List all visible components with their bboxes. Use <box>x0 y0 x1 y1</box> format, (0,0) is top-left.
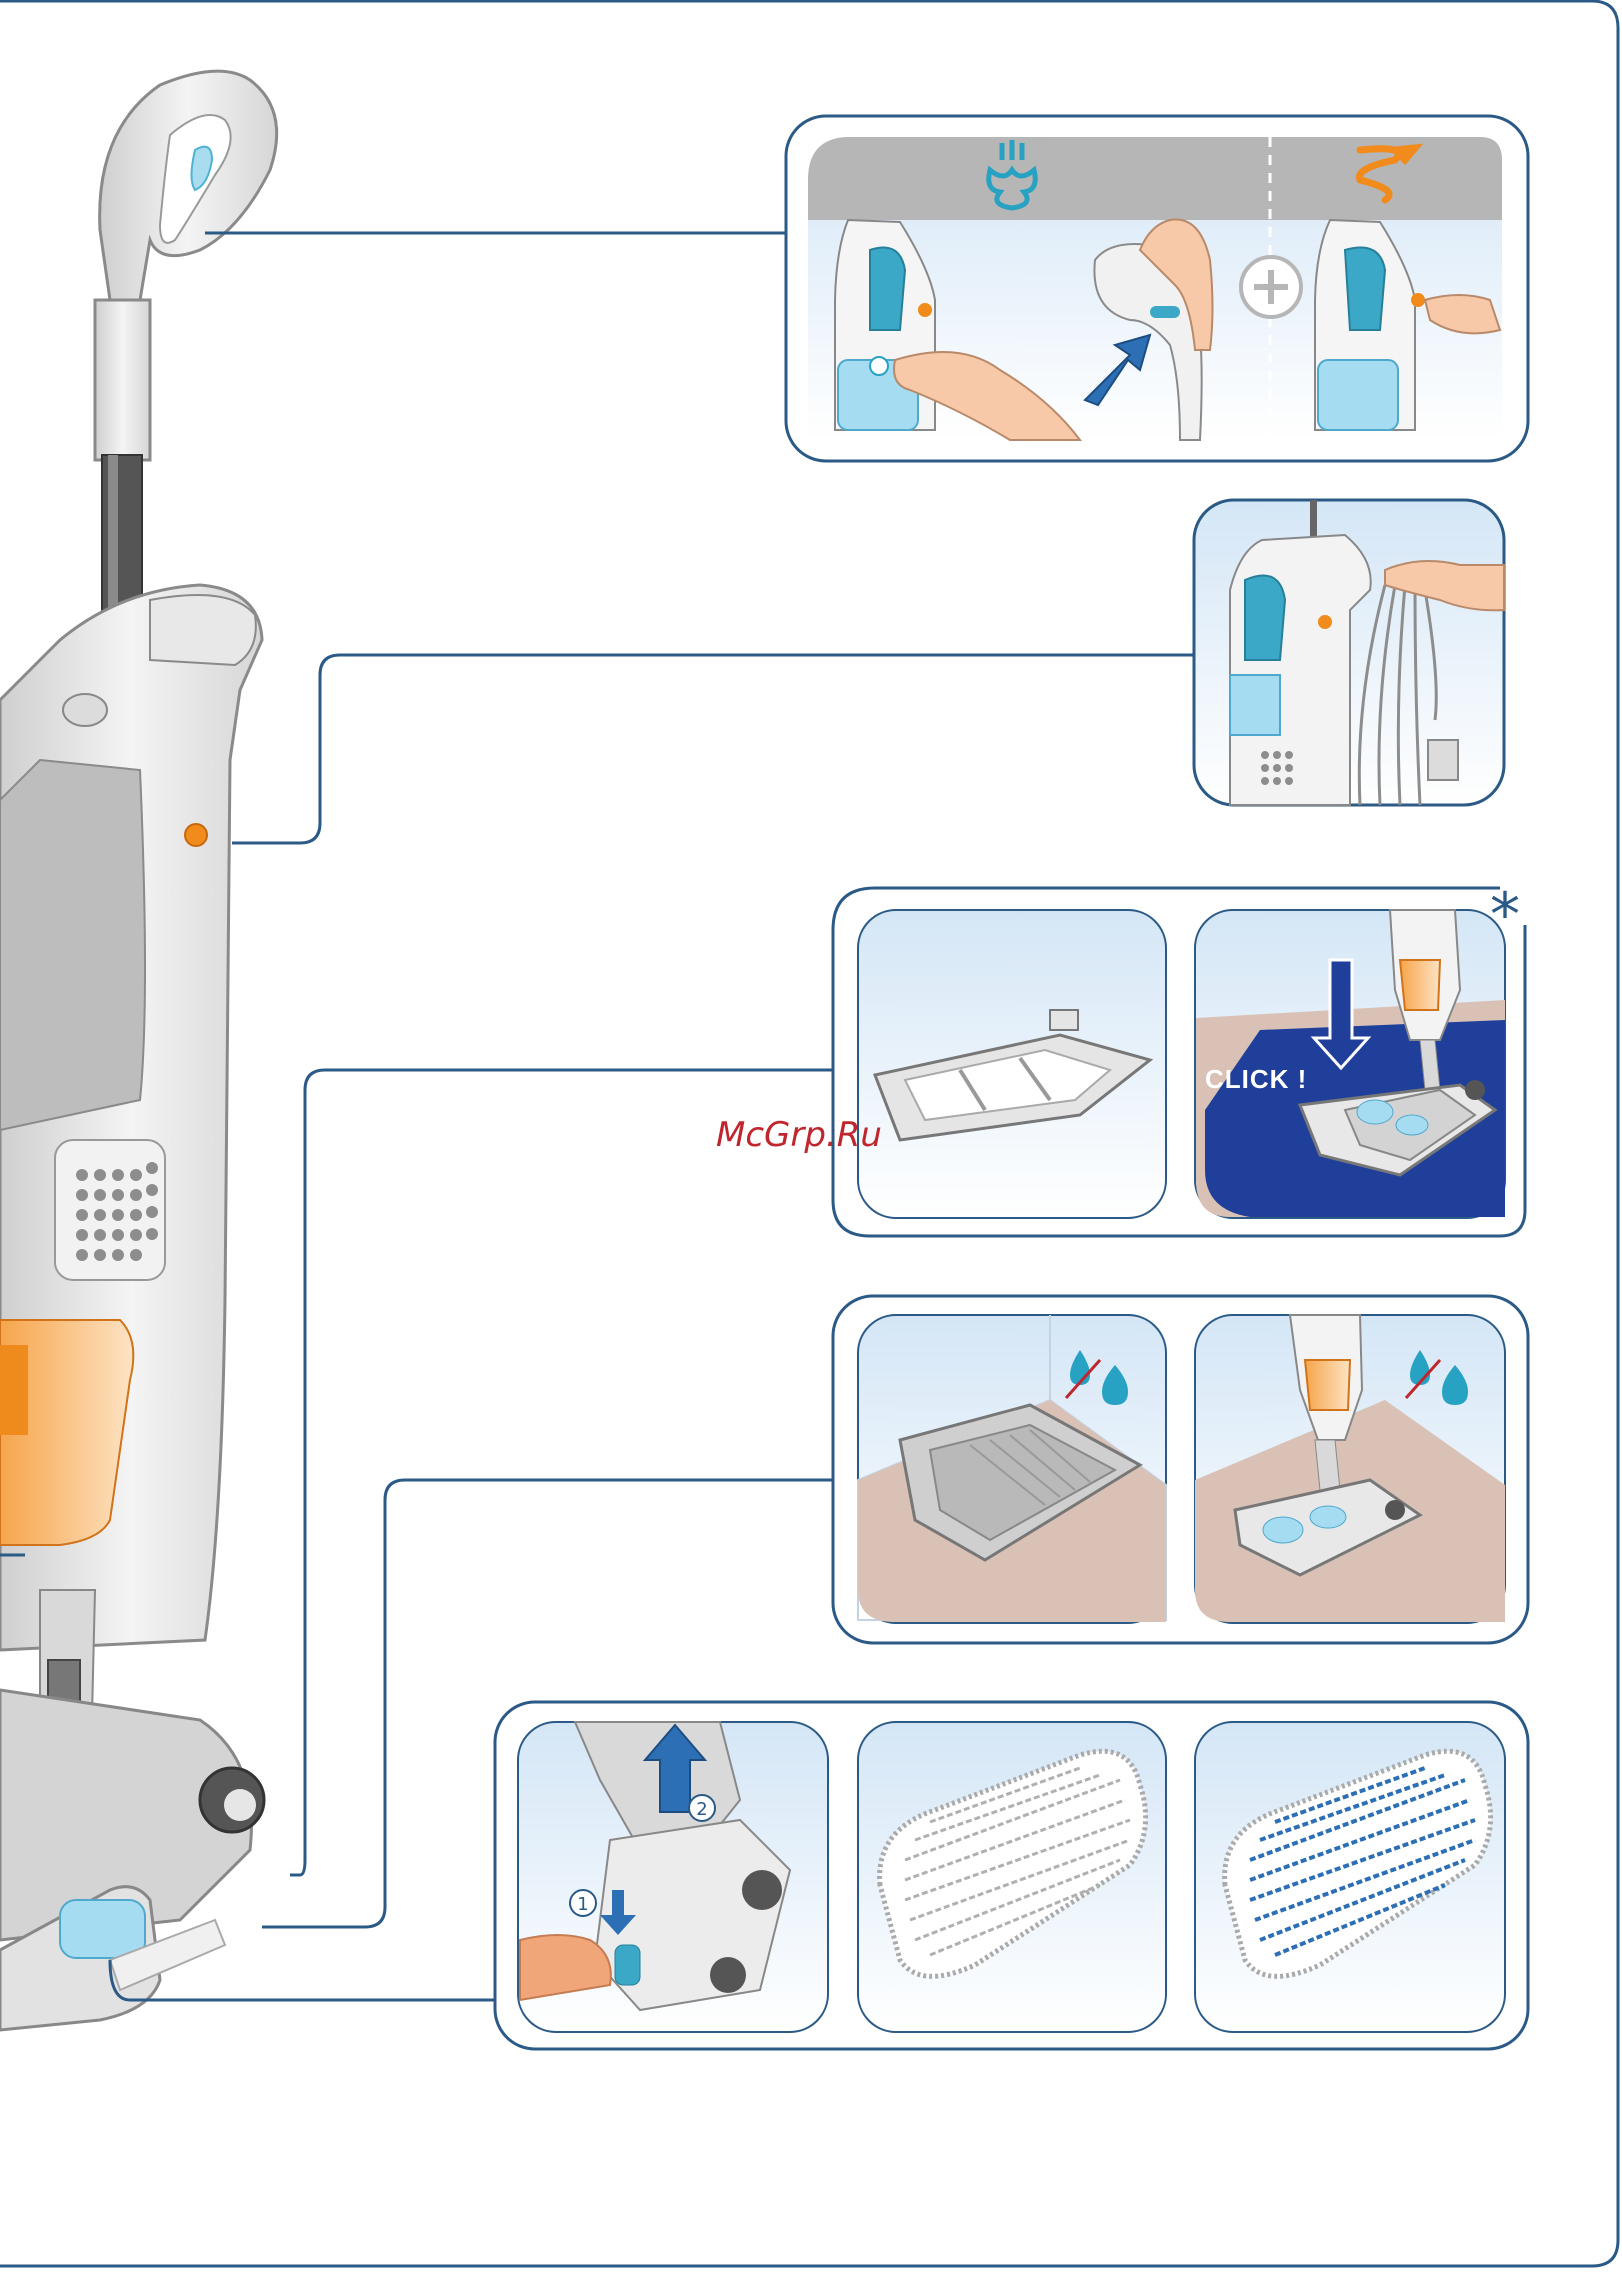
panel-pad-holder: * CLICK ! <box>833 880 1525 1236</box>
svg-text:1: 1 <box>577 1894 588 1915</box>
vacuum-cleaner-illustration <box>0 71 277 2030</box>
step-1-badge: 1 <box>570 1890 596 1916</box>
panel-steam-setting <box>786 116 1528 461</box>
power-button <box>63 694 107 726</box>
step-2-badge: 2 <box>689 1795 715 1821</box>
plus-icon <box>1241 257 1301 317</box>
click-label: CLICK ! <box>1205 1064 1307 1094</box>
watermark: McGrp.Ru <box>716 1115 882 1155</box>
panel-cleaning-pads: 2 1 <box>495 1702 1528 2049</box>
svg-text:2: 2 <box>696 1799 707 1820</box>
blue-nozzle <box>60 1900 145 1958</box>
panel-parking-tray <box>833 1296 1528 1643</box>
orange-button <box>185 824 207 846</box>
panel-cord-storage <box>1194 500 1504 805</box>
